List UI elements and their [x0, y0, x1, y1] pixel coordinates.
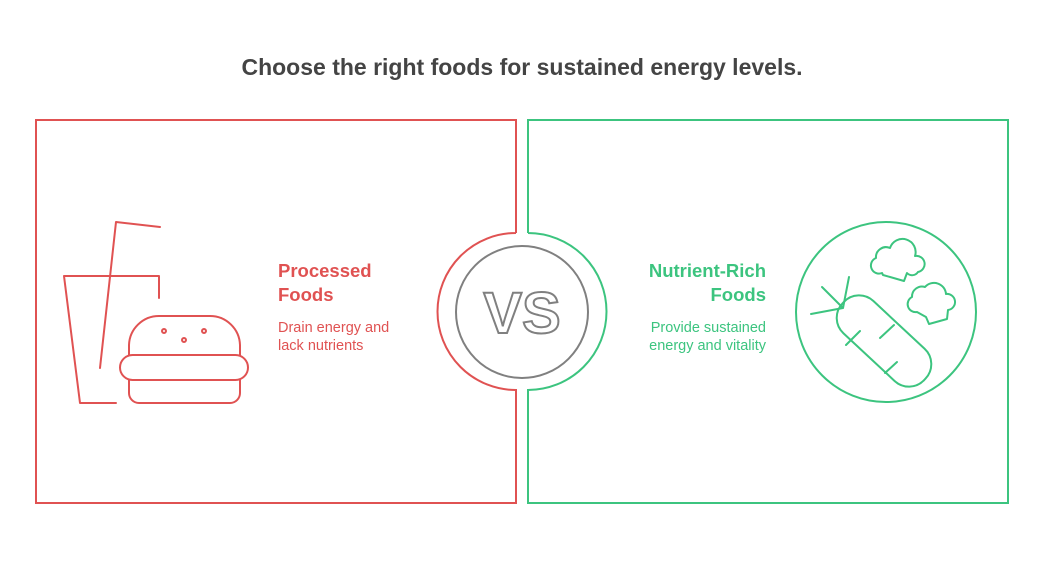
right-heading-line1: Nutrient-Rich: [649, 260, 766, 281]
right-panel-border: [527, 119, 1009, 504]
left-heading-line1: Processed: [278, 260, 372, 281]
left-heading-line2: Foods: [278, 284, 334, 305]
carrot-broccoli-icon: [795, 221, 977, 403]
right-heading-line2: Foods: [711, 284, 767, 305]
right-desc-line2: energy and vitality: [649, 338, 767, 354]
fast-food-icon: [63, 221, 249, 404]
diagram-title: Choose the right foods for sustained ene…: [241, 54, 802, 80]
left-desc-line2: lack nutrients: [278, 338, 363, 354]
left-desc-line1: Drain energy and: [278, 320, 389, 336]
vs-label: VS: [483, 281, 560, 346]
left-panel-border: [35, 119, 517, 504]
vs-badge: VS: [455, 245, 589, 379]
right-desc-line1: Provide sustained: [651, 320, 766, 336]
